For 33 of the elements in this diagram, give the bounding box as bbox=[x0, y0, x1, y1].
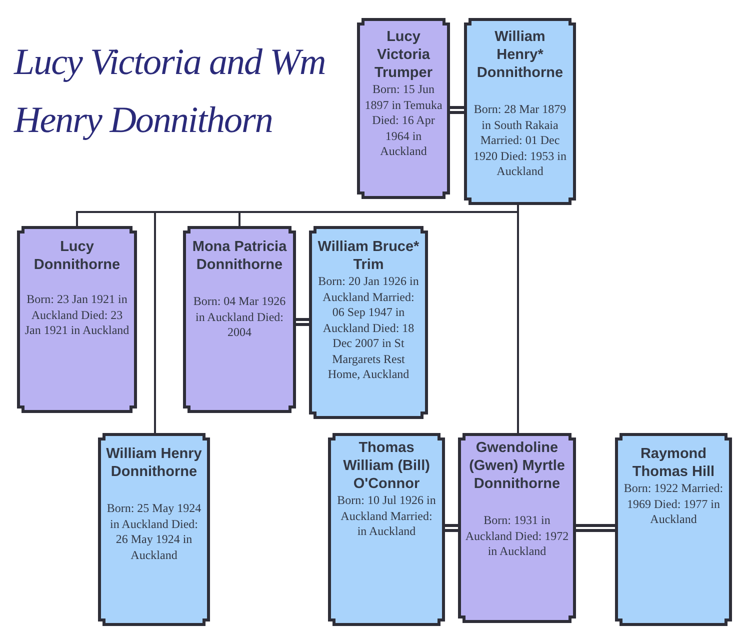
life-details: Born: 28 Mar 1879 in South Rakaia Married: 01 Dec 1920 Died: 1953 in Auckland bbox=[472, 102, 568, 180]
marriage-line bbox=[574, 524, 616, 532]
person-card bbox=[458, 433, 576, 623]
person-card bbox=[464, 18, 576, 205]
life-details: Born: 1922 Married: 1969 Died: 1977 in Auckland bbox=[622, 481, 724, 528]
title: Lucy Victoria and Wm Henry Donnithorn bbox=[14, 41, 326, 143]
person-name: Thomas William (Bill) O'Connor bbox=[342, 439, 431, 493]
person-card bbox=[328, 433, 445, 626]
person-card bbox=[309, 226, 428, 419]
marriage-line bbox=[444, 524, 460, 532]
person-name: Lucy Victoria Trumper bbox=[373, 28, 434, 82]
life-details: Born: 25 May 1924 in Auckland Died: 26 May 1924 in Auckland bbox=[106, 501, 202, 563]
person-card bbox=[183, 226, 296, 413]
person-name: Gwendoline (Gwen) Myrtle Donnithorne bbox=[468, 439, 566, 493]
life-details: Born: 20 Jan 1926 in Auckland Married: 06 Sep 1947 in Auckland Died: 18 Dec 2007 in St Margarets Rest Home, Auckland bbox=[317, 274, 420, 382]
person-card bbox=[615, 433, 732, 626]
life-details: Born: 15 Jun 1897 in Temuka Died: 16 Apr 1964 in Auckland bbox=[364, 82, 444, 160]
descent-line bbox=[517, 205, 519, 433]
life-details: Born: 23 Jan 1921 in Auckland Died: 23 Jan 1921 in Auckland bbox=[24, 292, 130, 338]
life-details: Born: 10 Jul 1926 in Auckland Married: in Auckland bbox=[336, 493, 437, 540]
life-details: Born: 1931 in Auckland Died: 1972 in Auckland bbox=[464, 513, 570, 560]
person-name: William Henry* Donnithorne bbox=[476, 28, 564, 82]
person-card bbox=[98, 433, 210, 626]
person-name: William Henry Donnithorne bbox=[105, 445, 203, 481]
person-name: Lucy Donnithorne bbox=[32, 238, 122, 274]
person-card bbox=[357, 18, 450, 199]
marriage-line bbox=[448, 106, 466, 114]
person-card bbox=[17, 226, 137, 413]
marriage-line bbox=[294, 318, 310, 326]
life-details: Born: 04 Mar 1926 in Auckland Died: 2004 bbox=[192, 294, 287, 340]
person-name: Mona Patricia Donnithorne bbox=[191, 238, 288, 274]
person-name: William Bruce* Trim bbox=[316, 238, 420, 274]
person-name: Raymond Thomas Hill bbox=[631, 445, 716, 481]
